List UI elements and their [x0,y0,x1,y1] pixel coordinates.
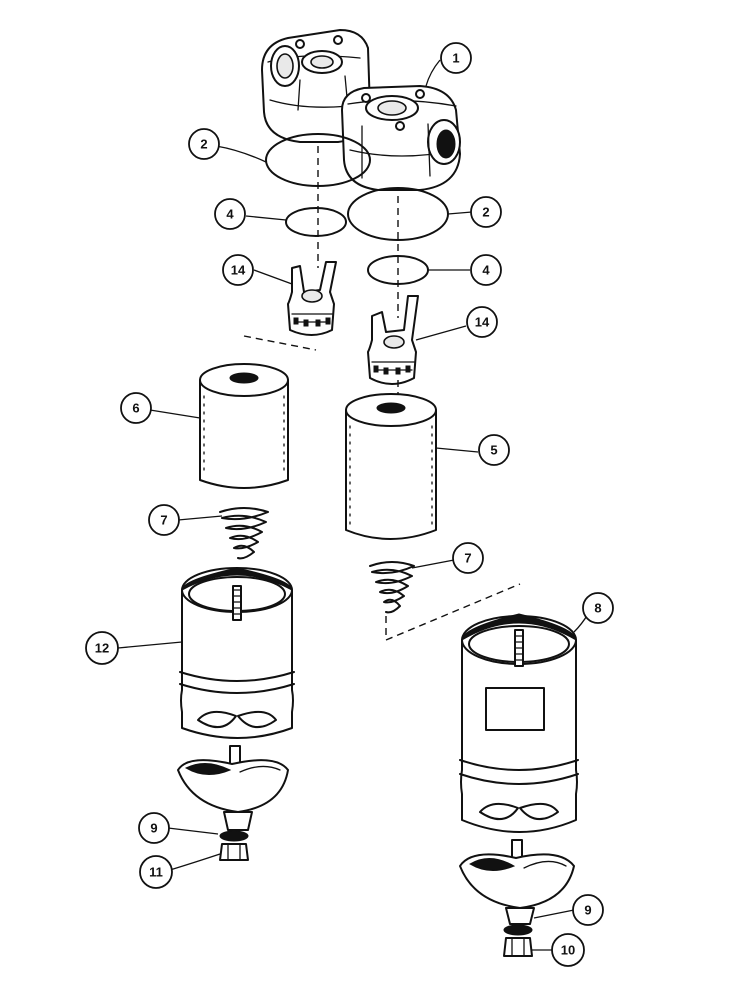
callout-11: 11 [139,855,173,889]
bowl-label-plate [485,687,545,731]
relief-valve-right [367,295,419,385]
spring-left [219,507,269,560]
callout-label: 8 [594,601,601,616]
callout-label: 4 [482,263,490,278]
seal-washer-right [503,924,533,936]
callout-14-left: 14 [222,254,254,286]
callout-1: 1 [440,42,472,74]
callout-10: 10 [551,933,585,967]
callout-label: 14 [231,263,246,278]
callout-label: 4 [226,207,234,222]
callout-5: 5 [478,434,510,466]
callout-label: 6 [132,401,139,416]
callout-9-left: 9 [138,812,170,844]
callout-8: 8 [582,592,614,624]
seal-washer-left [219,830,249,842]
filter-bowl-left [179,567,295,739]
filter-element-right [345,393,437,540]
callout-12: 12 [85,631,119,665]
filter-bowl-right [459,613,579,833]
leader-lines [117,59,589,951]
drain-plug-left [219,843,249,861]
callout-2-right: 2 [470,196,502,228]
callout-label: 9 [150,821,157,836]
spring-right [369,561,415,614]
callout-14-right: 14 [466,306,498,338]
callout-2-left: 2 [188,128,220,160]
drain-base-right [459,839,575,925]
callout-label: 5 [490,443,497,458]
o-ring-left [285,207,347,237]
callout-label: 7 [160,513,167,528]
callout-6: 6 [120,392,152,424]
callout-4-left: 4 [214,198,246,230]
drain-base-left [177,745,289,831]
drain-plug-right [503,937,533,957]
callout-label: 7 [464,551,471,566]
filter-element-left [199,363,289,489]
callout-4-right: 4 [470,254,502,286]
callout-7-left: 7 [148,504,180,536]
callout-label: 2 [200,137,207,152]
callout-label: 12 [95,641,109,656]
callout-9-right: 9 [572,894,604,926]
callout-7-right: 7 [452,542,484,574]
callout-label: 1 [452,51,459,66]
assembly-guide-line [385,583,521,642]
assembly-guide-line [243,335,317,351]
callout-label: 2 [482,205,489,220]
filter-head-housing [261,29,461,191]
relief-valve-left [287,261,337,336]
callout-label: 14 [475,315,490,330]
callout-label: 11 [149,865,163,880]
callout-label: 10 [561,943,575,958]
callout-label: 9 [584,903,591,918]
